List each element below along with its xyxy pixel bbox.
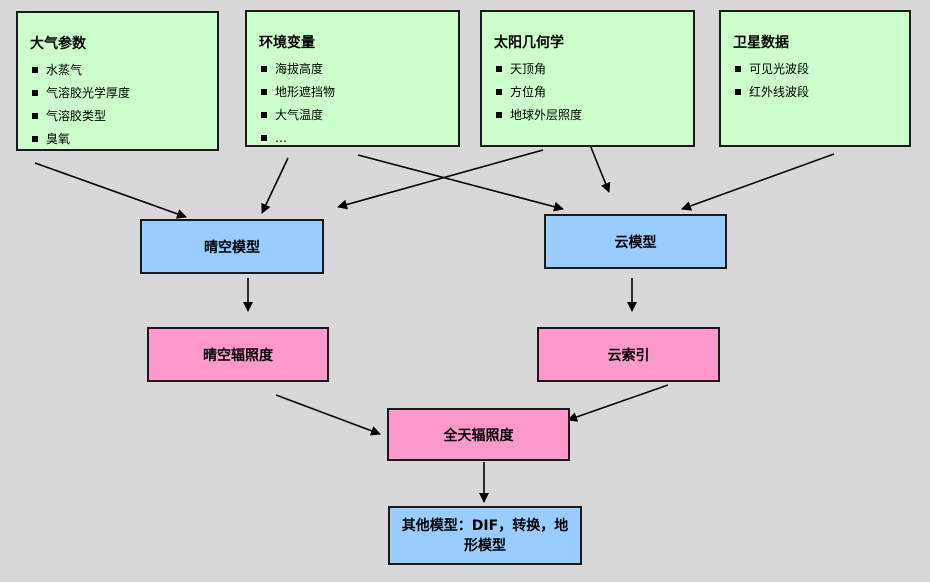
arrow-satellite-to-cloud bbox=[681, 153, 835, 211]
solar-geometry-list: 天顶角 方位角 地球外层照度 bbox=[494, 58, 685, 127]
list-item-label: 地球外层照度 bbox=[510, 108, 583, 122]
arrow-environment-to-clear-sky bbox=[261, 157, 289, 214]
bullet-icon bbox=[261, 135, 267, 141]
clear-sky-irradiance-label: 晴空辐照度 bbox=[203, 347, 273, 364]
list-item: 可见光波段 bbox=[733, 58, 901, 81]
list-item-label: 海拔高度 bbox=[275, 62, 324, 76]
list-item: 水蒸气 bbox=[30, 59, 209, 82]
list-item-label: 臭氧 bbox=[46, 132, 71, 146]
arrow-irradiance-to-all-sky bbox=[275, 394, 381, 436]
clear-sky-irradiance-box: 晴空辐照度 bbox=[147, 327, 329, 382]
list-item-label: 天顶角 bbox=[510, 62, 547, 76]
satellite-data-box: 卫星数据 可见光波段 红外线波段 bbox=[719, 10, 911, 147]
environment-vars-box: 环境变量 海拔高度 地形遮挡物 大气温度 … bbox=[245, 10, 460, 147]
list-item-label: 大气温度 bbox=[275, 108, 324, 122]
list-item-label: 红外线波段 bbox=[749, 85, 810, 99]
list-item: 气溶胶类型 bbox=[30, 105, 209, 128]
bullet-icon bbox=[32, 90, 38, 96]
arrow-environment-to-cloud bbox=[357, 154, 564, 212]
cloud-model-label: 云模型 bbox=[614, 234, 657, 251]
bullet-icon bbox=[735, 89, 741, 95]
list-item: 大气温度 bbox=[259, 104, 450, 127]
list-item: 地球外层照度 bbox=[494, 104, 685, 127]
arrow-solar-to-cloud bbox=[587, 139, 611, 193]
list-item-label: 方位角 bbox=[510, 85, 547, 99]
list-item-label: 水蒸气 bbox=[46, 63, 83, 77]
atmosphere-params-list: 水蒸气 气溶胶光学厚度 气溶胶类型 臭氧 bbox=[30, 59, 209, 151]
satellite-data-title: 卫星数据 bbox=[733, 35, 789, 51]
all-sky-irradiance-label: 全天辐照度 bbox=[443, 427, 514, 444]
all-sky-irradiance-box: 全天辐照度 bbox=[387, 408, 570, 461]
list-item: 臭氧 bbox=[30, 128, 209, 151]
environment-vars-title: 环境变量 bbox=[259, 35, 315, 51]
list-item: … bbox=[259, 127, 450, 150]
list-item-label: 气溶胶类型 bbox=[46, 109, 107, 123]
bullet-icon bbox=[32, 136, 38, 142]
list-item-label: 地形遮挡物 bbox=[275, 85, 336, 99]
cloud-index-box: 云索引 bbox=[537, 327, 720, 382]
bullet-icon bbox=[261, 89, 267, 95]
arrow-solar-to-clear-sky bbox=[337, 149, 544, 210]
solar-geometry-box: 太阳几何学 天顶角 方位角 地球外层照度 bbox=[480, 10, 695, 147]
bullet-icon bbox=[32, 113, 38, 119]
bullet-icon bbox=[496, 112, 502, 118]
list-item: 方位角 bbox=[494, 81, 685, 104]
clear-sky-model-label: 晴空模型 bbox=[204, 239, 260, 256]
bullet-icon bbox=[261, 66, 267, 72]
bullet-icon bbox=[261, 112, 267, 118]
list-item: 天顶角 bbox=[494, 58, 685, 81]
other-models-label: 其他模型：DIF，转换，地形模型 bbox=[401, 517, 569, 554]
atmosphere-params-title: 大气参数 bbox=[30, 36, 86, 52]
list-item-label: 可见光波段 bbox=[749, 62, 810, 76]
arrow-atmosphere-to-clear-sky bbox=[34, 162, 187, 219]
bullet-icon bbox=[496, 89, 502, 95]
bullet-icon bbox=[735, 66, 741, 72]
list-item: 地形遮挡物 bbox=[259, 81, 450, 104]
other-models-box: 其他模型：DIF，转换，地形模型 bbox=[388, 506, 582, 565]
bullet-icon bbox=[496, 66, 502, 72]
satellite-data-list: 可见光波段 红外线波段 bbox=[733, 58, 901, 104]
list-item: 海拔高度 bbox=[259, 58, 450, 81]
clear-sky-model-box: 晴空模型 bbox=[140, 219, 324, 274]
cloud-index-label: 云索引 bbox=[607, 347, 650, 364]
list-item-label: 气溶胶光学厚度 bbox=[46, 86, 131, 100]
list-item-label: … bbox=[275, 131, 287, 145]
environment-vars-list: 海拔高度 地形遮挡物 大气温度 … bbox=[259, 58, 450, 150]
bullet-icon bbox=[32, 67, 38, 73]
cloud-model-box: 云模型 bbox=[544, 214, 727, 269]
list-item: 红外线波段 bbox=[733, 81, 901, 104]
atmosphere-params-box: 大气参数 水蒸气 气溶胶光学厚度 气溶胶类型 臭氧 bbox=[16, 11, 219, 151]
solar-geometry-title: 太阳几何学 bbox=[494, 35, 564, 51]
arrow-index-to-all-sky bbox=[567, 384, 669, 422]
list-item: 气溶胶光学厚度 bbox=[30, 82, 209, 105]
